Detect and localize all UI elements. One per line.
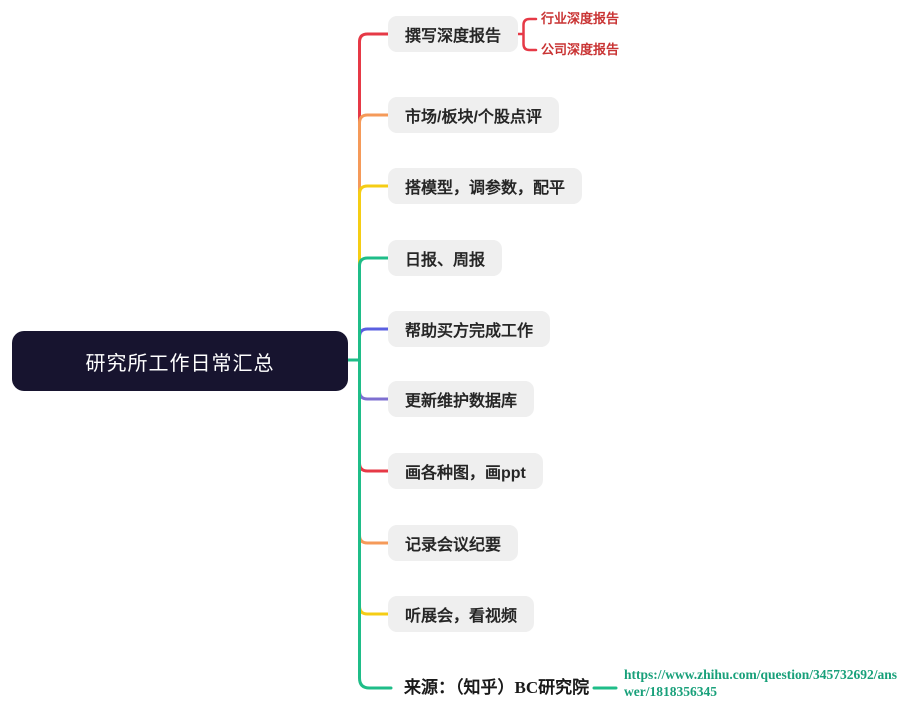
topic-charts-ppt[interactable]: 画各种图，画ppt <box>388 453 543 489</box>
topic-model[interactable]: 搭模型，调参数，配平 <box>388 168 583 204</box>
topic-help-buyside[interactable]: 帮助买方完成工作 <box>388 311 551 347</box>
branch-line-database <box>358 358 391 401</box>
topic-meeting-notes[interactable]: 记录会议纪要 <box>388 525 519 561</box>
subtopic-industry-report[interactable]: 行业深度报告 <box>541 11 620 26</box>
branch-line-help-buyside <box>358 327 391 362</box>
topic-source[interactable]: 来源：（知乎）BC研究院 <box>404 678 590 697</box>
branch-line-write-report <box>358 32 391 362</box>
topic-database[interactable]: 更新维护数据库 <box>388 381 535 417</box>
source-url-link[interactable]: https://www.zhihu.com/question/345732692… <box>624 667 898 699</box>
branch-line-daily-weekly <box>358 256 391 362</box>
branch-line-charts-ppt <box>358 358 391 473</box>
branch-line-meeting-notes <box>358 358 391 545</box>
topic-expo-video[interactable]: 听展会，看视频 <box>388 596 535 632</box>
topic-write-report[interactable]: 撰写深度报告 <box>388 16 519 52</box>
subtopic-company-report[interactable]: 公司深度报告 <box>541 42 620 57</box>
branch-line-model <box>358 184 391 362</box>
branch-line-market-comment <box>358 113 391 362</box>
topic-market-comment[interactable]: 市场/板块/个股点评 <box>388 97 559 133</box>
branch-line-source <box>358 358 393 690</box>
root-node[interactable]: 研究所工作日常汇总 <box>12 331 348 391</box>
topic-daily-weekly[interactable]: 日报、周报 <box>388 240 503 276</box>
subbranch-bracket-report <box>522 17 538 52</box>
